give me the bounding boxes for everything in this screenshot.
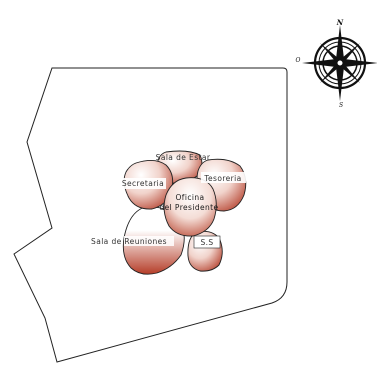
label-oficina-line1: Oficina [176, 193, 205, 202]
label-band-ss [193, 235, 221, 249]
site-boundary [13, 67, 288, 363]
label-secretaria: Secretaria [122, 179, 164, 188]
compass-rose-icon: N S O [296, 18, 377, 109]
label-band-secretaria [122, 178, 166, 189]
label-tesoreria: Tesoreria [203, 174, 241, 183]
compass-west-label: O [296, 57, 301, 64]
label-oficina-line2: del Presidente [159, 203, 218, 212]
label-band-reuniones [124, 236, 174, 246]
label-band-tesoreria [201, 172, 246, 183]
compass-north-label: N [336, 18, 344, 27]
label-ss: S.S [200, 238, 213, 247]
label-sala-de-estar: Sala de Estar [156, 153, 211, 162]
compass-south-label: S [339, 102, 343, 109]
rooms-group [122, 150, 247, 275]
label-sala-de-reuniones: Sala de Reuniones [91, 237, 167, 246]
room-oficina-presidente [163, 177, 217, 237]
